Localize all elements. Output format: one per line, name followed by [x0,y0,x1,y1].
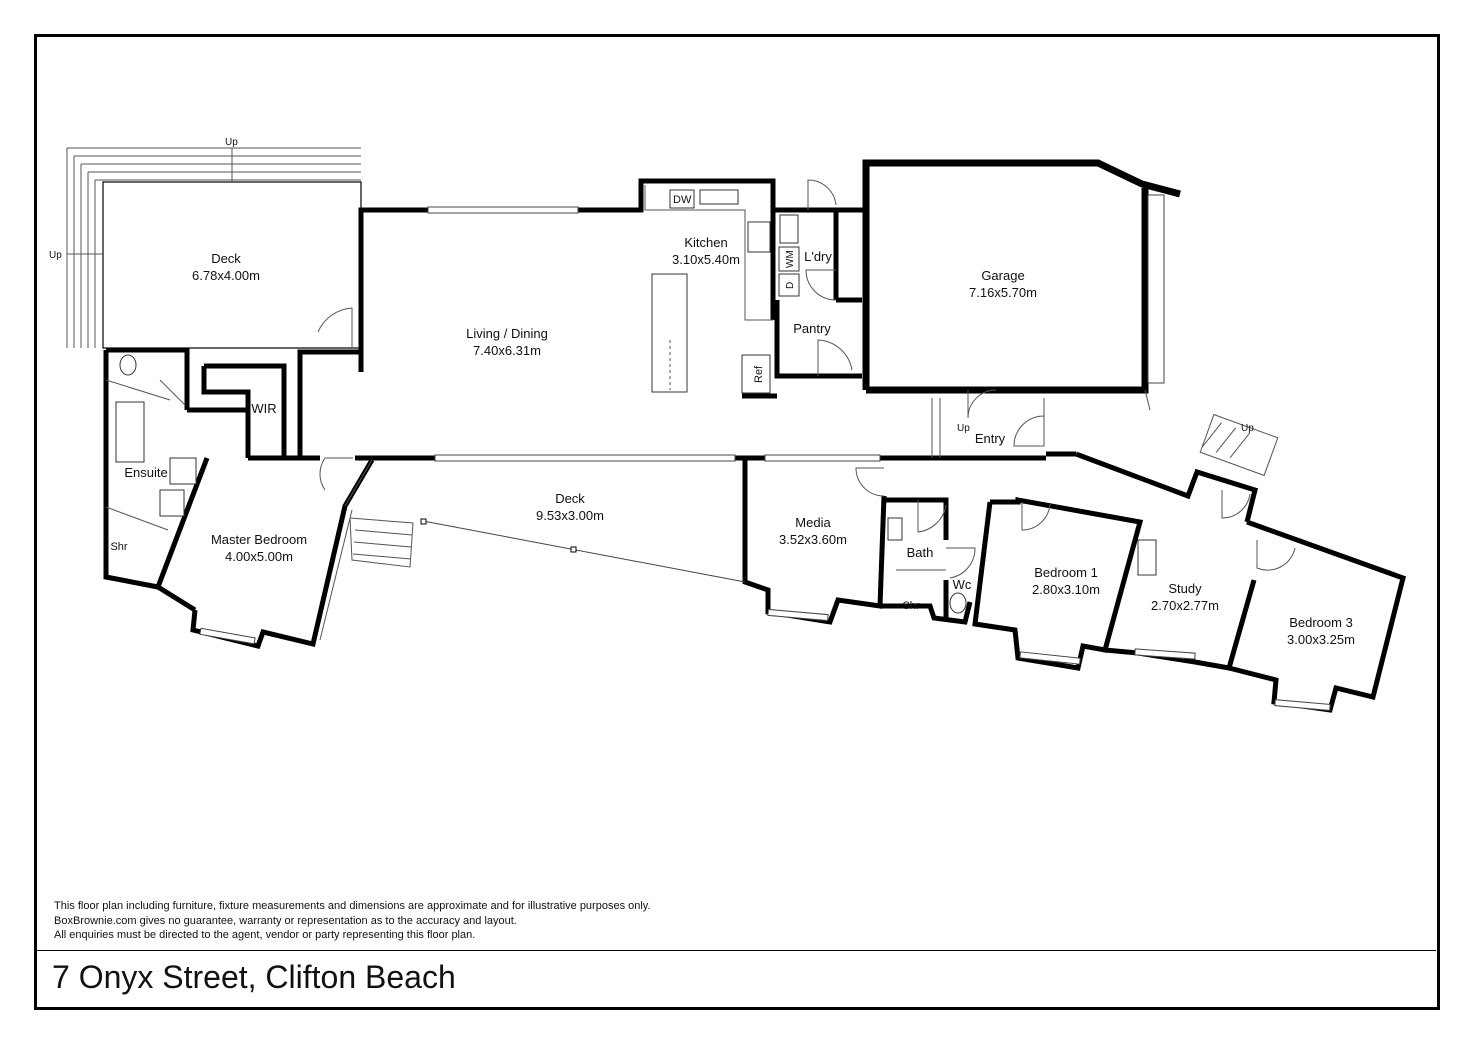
disclaimer: This floor plan including furniture, fix… [54,899,954,943]
kitchen-name: Kitchen [684,235,727,250]
room-labels: Deck 6.78x4.00m Living / Dining 7.40x6.3… [110,235,1355,647]
garage-walls [862,159,1181,419]
bath-fixtures [855,467,1296,614]
deck-left-size: 6.78x4.00m [192,268,260,283]
page-border [34,34,1440,1010]
study-name: Study [1168,581,1202,596]
pantry-name: Pantry [793,321,831,336]
deck-left-area: Up Up [49,137,362,349]
bath-shower-name: Shr [902,600,919,612]
bedroom3-name: Bedroom 3 [1289,615,1353,630]
dishwasher-label: DW [673,194,692,206]
ensuite-fixtures [105,354,353,517]
windows [199,206,1331,711]
living-size: 7.40x6.31m [473,343,541,358]
bedroom1-name: Bedroom 1 [1034,565,1098,580]
garage-name: Garage [981,268,1024,283]
disclaimer-line: This floor plan including furniture, fix… [54,900,651,912]
bedroom3-size: 3.00x3.25m [1287,632,1355,647]
ensuite-name: Ensuite [124,465,167,480]
study-size: 2.70x2.77m [1151,598,1219,613]
disclaimer-line: All enquiries must be directed to the ag… [54,929,476,941]
laundry-name: L'dry [804,249,832,264]
wc-name: Wc [953,577,972,592]
media-name: Media [795,515,831,530]
media-size: 3.52x3.60m [779,532,847,547]
deck-rear-name: Deck [555,491,585,506]
stair-up-label-top: Up [225,137,238,148]
bedroom1-size: 2.80x3.10m [1032,582,1100,597]
entry-name: Entry [975,431,1006,446]
disclaimer-line: BoxBrownie.com gives no guarantee, warra… [54,914,517,927]
deck-left-name: Deck [211,251,241,266]
property-address: 7 Onyx Street, Clifton Beach [52,959,456,995]
kitchen-fixtures: DW Ref WM D [644,179,853,394]
stair-up-label-study: Up [1241,423,1254,434]
stair-up-label-entry: Up [957,423,970,434]
entry-area: Up Up [349,398,1279,583]
dryer-label: D [785,282,796,289]
address-bar: 7 Onyx Street, Clifton Beach [35,950,1436,1006]
fridge-label: Ref [753,365,765,383]
kitchen-size: 3.10x5.40m [672,252,740,267]
master-name: Master Bedroom [211,532,307,547]
master-size: 4.00x5.00m [225,549,293,564]
ensuite-shower-name: Shr [110,541,127,553]
stair-up-label-left: Up [49,250,62,261]
washing-machine-label: WM [785,250,796,268]
garage-size: 7.16x5.70m [969,285,1037,300]
main-walls [103,178,1406,713]
deck-rear-size: 9.53x3.00m [536,508,604,523]
living-name: Living / Dining [466,326,548,341]
bath-name: Bath [907,545,934,560]
wir-name: WIR [251,401,276,416]
